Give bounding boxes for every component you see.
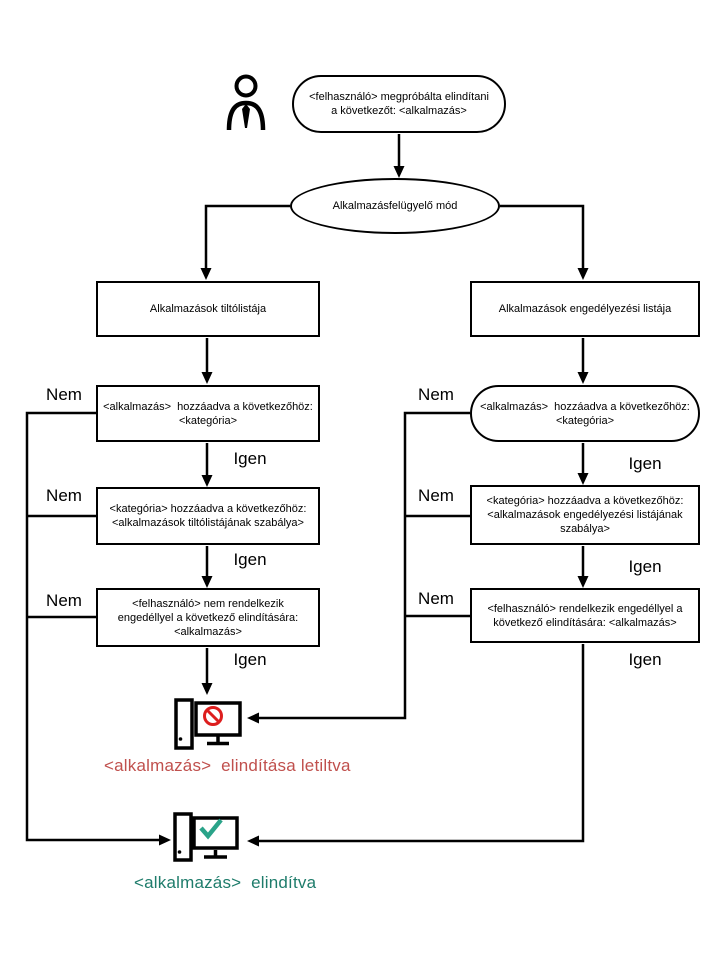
node-denylist-text: Alkalmazások tiltólistája: [149, 303, 267, 315]
node-allowlist-app-in-category: <alkalmazás> hozzáadva a következőhöz: <…: [470, 385, 700, 442]
node-allowlist-app-in-category-text: <alkalmazás> hozzáadva a következőhöz: <…: [480, 400, 690, 427]
node-denylist-app-in-category: <alkalmazás> hozzáadva a következőhöz: <…: [96, 385, 320, 442]
flow-lines: [25, 134, 585, 843]
node-denylist-user-permission-text: <felhasználó> nem rendelkezik engedéllye…: [117, 597, 299, 638]
node-app-control-mode: Alkalmazásfelügyelő mód: [290, 178, 500, 234]
branch-label-no-2-right: Nem: [418, 486, 454, 505]
node-allowlist-user-permission: <felhasználó> rendelkezik engedéllyel a …: [470, 588, 700, 643]
node-denylist-category-rule: <kategória> hozzáadva a következőhöz: <a…: [96, 487, 320, 545]
no-collector-denylist: [25, 411, 159, 842]
no-collector-allowlist: [259, 411, 470, 720]
caption-app-blocked: <alkalmazás> elindítása letiltva: [104, 756, 351, 775]
node-denylist-category-rule-text: <kategória> hozzáadva a következőhöz: <a…: [109, 503, 307, 529]
node-user-attempt: <felhasználó> megpróbálta elindítani a k…: [292, 75, 506, 133]
prohibited-icon: [203, 706, 223, 726]
node-denylist-app-in-category-text: <alkalmazás> hozzáadva a következőhöz: <…: [103, 400, 313, 427]
node-app-control-mode-text: Alkalmazásfelügyelő mód: [332, 200, 458, 212]
branch-label-no-3-right: Nem: [418, 589, 454, 608]
branch-label-no-1-left: Nem: [46, 385, 82, 404]
branch-label-yes-1-left: Igen: [233, 449, 267, 468]
person-icon: [226, 74, 266, 131]
branch-label-no-2-left: Nem: [46, 486, 82, 505]
branch-label-yes-3-right: Igen: [628, 650, 662, 669]
node-allowlist-user-permission-text: <felhasználó> rendelkezik engedéllyel a …: [487, 602, 683, 629]
node-allowlist-category-rule: <kategória> hozzáadva a következőhöz: <a…: [470, 485, 700, 545]
branch-label-yes-1-right: Igen: [628, 454, 662, 473]
node-denylist-user-permission: <felhasználó> nem rendelkezik engedéllye…: [96, 588, 320, 647]
node-allowlist-category-rule-text: <kategória> hozzáadva a következőhöz: <a…: [486, 495, 684, 535]
arrowheads: [159, 166, 589, 847]
caption-app-launched: <alkalmazás> elindítva: [134, 873, 317, 892]
check-icon: [199, 818, 223, 840]
node-denylist: Alkalmazások tiltólistája: [96, 281, 320, 337]
branch-label-yes-2-right: Igen: [628, 557, 662, 576]
node-user-attempt-text: <felhasználó> megpróbálta elindítani a k…: [309, 91, 489, 117]
yes-path-allowlist: [259, 644, 585, 843]
branch-label-yes-2-left: Igen: [233, 550, 267, 569]
node-allowlist: Alkalmazások engedélyezési listája: [470, 281, 700, 337]
launched-computer-icon: [173, 812, 239, 862]
branch-label-no-3-left: Nem: [46, 591, 82, 610]
branch-label-yes-3-left: Igen: [233, 650, 267, 669]
branch-label-no-1-right: Nem: [418, 385, 454, 404]
blocked-computer-icon: [174, 698, 242, 750]
node-allowlist-text: Alkalmazások engedélyezési listája: [498, 303, 672, 315]
